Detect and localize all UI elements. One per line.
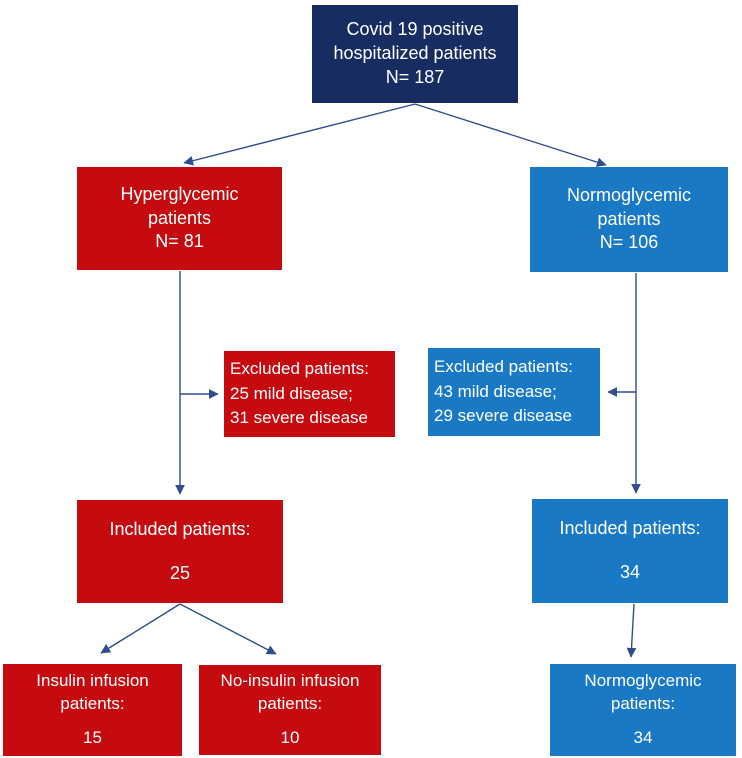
- node-covid-total: Covid 19 positive hospitalized patients …: [312, 5, 518, 103]
- node-normoglycemic-final-count: 34: [633, 728, 653, 748]
- node-excluded-hyper: Excluded patients: 25 mild disease; 31 s…: [224, 351, 395, 437]
- node-no-insulin-infusion-label: No-insulin infusion patients:: [220, 671, 360, 713]
- node-normoglycemic-final-label: Normoglycemic patients:: [584, 671, 702, 713]
- node-included-normo-label: Included patients:: [559, 518, 701, 539]
- node-excluded-normo-text: Excluded patients: 43 mild disease; 29 s…: [434, 357, 573, 426]
- node-covid-total-text: Covid 19 positive hospitalized patients …: [333, 19, 497, 87]
- node-included-hyper-count: 25: [169, 562, 191, 583]
- node-hyperglycemic-text: Hyperglycemic patients N= 81: [120, 183, 239, 252]
- node-excluded-normo: Excluded patients: 43 mild disease; 29 s…: [428, 348, 600, 436]
- node-included-normo: Included patients: 34: [532, 499, 728, 603]
- node-hyperglycemic: Hyperglycemic patients N= 81: [77, 167, 282, 270]
- node-included-hyper: Included patients: 25: [77, 500, 283, 603]
- node-normoglycemic: Normoglycemic patients N= 106: [530, 167, 728, 272]
- node-excluded-hyper-text: Excluded patients: 25 mild disease; 31 s…: [230, 359, 369, 428]
- node-normoglycemic-text: Normoglycemic patients N= 106: [566, 184, 692, 253]
- node-insulin-infusion-label: Insulin infusion patients:: [36, 671, 149, 713]
- node-included-normo-count: 34: [619, 562, 641, 582]
- node-included-hyper-label: Included patients:: [109, 518, 251, 539]
- node-no-insulin-infusion: No-insulin infusion patients: 10: [199, 665, 381, 755]
- node-no-insulin-infusion-count: 10: [280, 728, 300, 748]
- node-normoglycemic-final: Normoglycemic patients: 34: [550, 664, 736, 756]
- node-insulin-infusion-count: 15: [83, 728, 102, 748]
- node-insulin-infusion: Insulin infusion patients: 15: [3, 664, 182, 756]
